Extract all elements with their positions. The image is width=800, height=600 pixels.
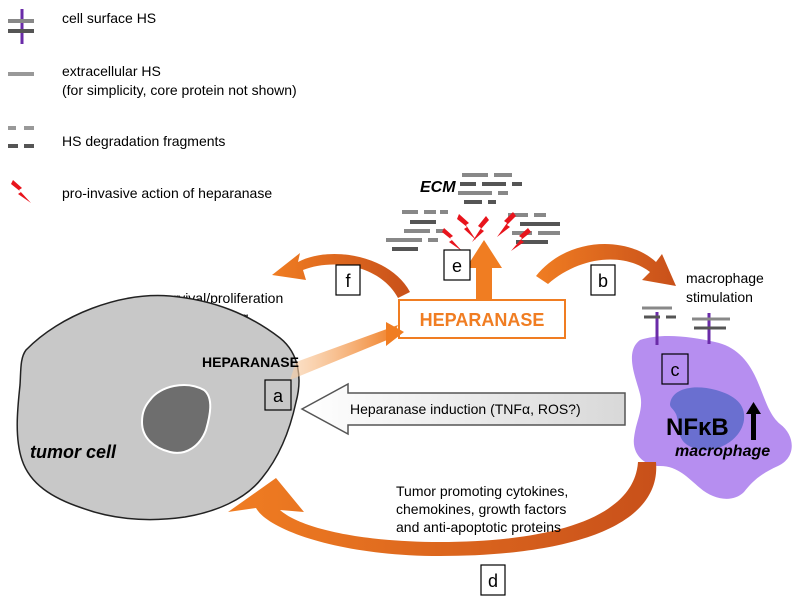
legend-pro-invasive-label: pro-invasive action of heparanase bbox=[62, 185, 272, 201]
arrow-b bbox=[536, 243, 676, 286]
tumor-nucleus bbox=[140, 384, 212, 454]
label-a: a bbox=[273, 386, 284, 406]
cytokines-line1: Tumor promoting cytokines, bbox=[396, 483, 568, 499]
tumor-heparanase-label: HEPARANASE bbox=[202, 354, 299, 370]
induction-label: Heparanase induction (TNFα, ROS?) bbox=[350, 401, 581, 417]
legend-hs-fragments-symbol bbox=[8, 126, 34, 148]
legend-hs-fragments-label: HS degradation fragments bbox=[62, 133, 225, 149]
macrophage-cell-surface-hs bbox=[642, 306, 730, 345]
heparanase-box bbox=[398, 299, 566, 339]
macrophage-label: macrophage bbox=[675, 443, 770, 460]
ecm-hs-fragments bbox=[386, 173, 560, 251]
legend-cell-surface-hs-symbol bbox=[8, 9, 34, 44]
legend-extracellular-hs-note: (for simplicity, core protein not shown) bbox=[62, 82, 297, 98]
arrow-d bbox=[228, 462, 657, 556]
label-d-box bbox=[480, 564, 506, 596]
label-e-box bbox=[443, 249, 471, 281]
macrophage-stimulation-line2: stimulation bbox=[686, 289, 753, 305]
macrophage-stimulation-line1: macrophage bbox=[686, 270, 764, 286]
label-f-box bbox=[335, 264, 361, 296]
induction-arrow bbox=[300, 382, 626, 436]
arrow-to-ecm bbox=[466, 240, 502, 300]
ecm-label: ECM bbox=[420, 179, 456, 196]
legend-lightning-icon bbox=[11, 180, 31, 203]
legend-cell-surface-hs-label: cell surface HS bbox=[62, 10, 156, 26]
label-e: e bbox=[452, 256, 462, 276]
label-c-box bbox=[661, 353, 689, 385]
pro-invasive-lightning-icons bbox=[442, 212, 531, 251]
cytokines-line2: chemokines, growth factors bbox=[396, 501, 566, 517]
label-a-box bbox=[264, 379, 292, 411]
label-c: c bbox=[671, 360, 680, 380]
heparanase-box-label: HEPARANASE bbox=[420, 310, 545, 330]
nfkb-label: NFκB bbox=[666, 414, 729, 441]
label-b: b bbox=[598, 271, 608, 291]
heparanase-secretion-arrowhead bbox=[386, 322, 404, 346]
tumor-cell-label: tumor cell bbox=[30, 442, 117, 462]
heparanase-secretion-beam bbox=[290, 325, 398, 380]
arrow-f bbox=[272, 253, 410, 298]
label-d: d bbox=[488, 571, 498, 591]
macrophage-nucleus bbox=[670, 387, 745, 451]
cytokines-line3: and anti-apoptotic proteins bbox=[396, 519, 561, 535]
label-b-box bbox=[590, 264, 616, 296]
legend-extracellular-hs-label: extracellular HS bbox=[62, 63, 161, 79]
label-f: f bbox=[345, 271, 351, 291]
nfkb-up-arrow bbox=[746, 402, 761, 440]
